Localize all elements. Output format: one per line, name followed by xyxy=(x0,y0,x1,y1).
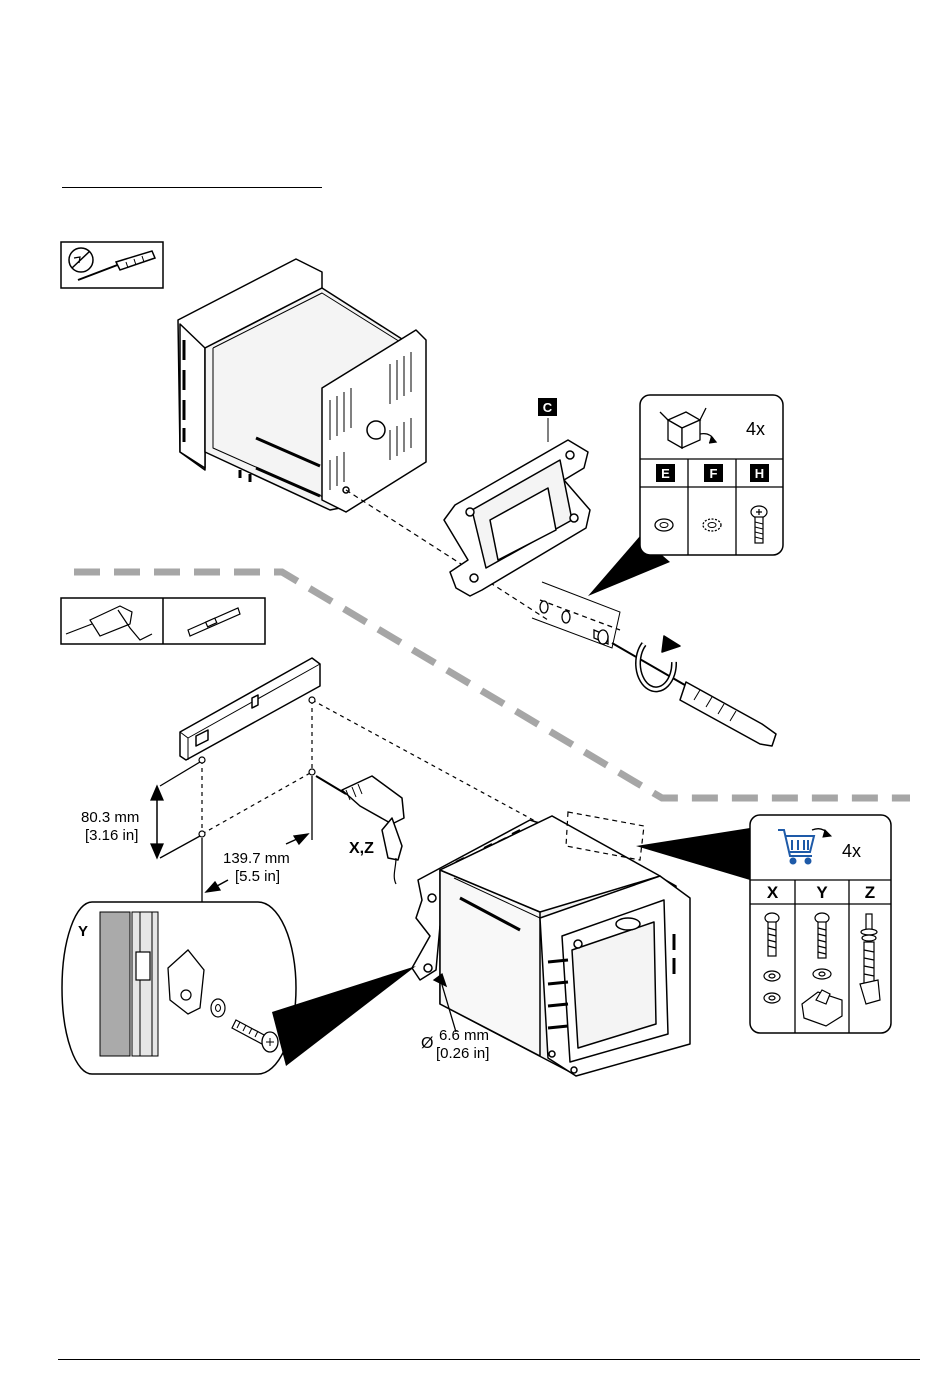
drill-label: X,Z xyxy=(349,840,374,857)
part-h-label: H xyxy=(755,466,764,481)
dim-vertical-mm: 80.3 mm xyxy=(81,809,139,827)
tools-box-step1 xyxy=(61,242,163,288)
hole-diameter-in: [0.26 in] xyxy=(436,1045,489,1063)
controller-rear-view xyxy=(178,259,426,512)
part-e-label: E xyxy=(661,466,670,481)
hardware-qty: 4x xyxy=(746,419,765,439)
option-y-label: Y xyxy=(816,883,828,902)
exploded-hardware xyxy=(532,582,620,648)
dim-horizontal-in: [5.5 in] xyxy=(235,868,280,886)
washer-icon xyxy=(655,519,673,531)
purchase-callout: 4x X Y Z xyxy=(750,815,891,1033)
lock-washer-icon xyxy=(703,519,721,531)
detail-y-label: Y xyxy=(78,923,88,940)
screwdriver-tightening xyxy=(612,636,776,746)
power-drill xyxy=(316,776,404,884)
vertical-dimension xyxy=(151,762,200,858)
option-x-label: X xyxy=(767,883,779,902)
hole-diameter-mm: 6.6 mm xyxy=(439,1027,489,1045)
mounting-bracket xyxy=(444,418,590,596)
tools-box-step2 xyxy=(61,598,265,644)
dim-horizontal-mm: 139.7 mm xyxy=(223,850,290,868)
option-z-label: Z xyxy=(865,883,875,902)
footer-rule xyxy=(58,1359,920,1360)
dim-vertical-in: [3.16 in] xyxy=(85,827,138,845)
hole-diameter-symbol: Ø xyxy=(421,1035,433,1053)
label-c: C xyxy=(543,400,553,415)
part-f-label: F xyxy=(710,466,718,481)
hardware-callout: 4x E F H xyxy=(640,395,783,555)
spirit-level xyxy=(180,658,320,760)
detail-y: Y xyxy=(62,902,296,1074)
purchase-qty: 4x xyxy=(842,841,861,861)
